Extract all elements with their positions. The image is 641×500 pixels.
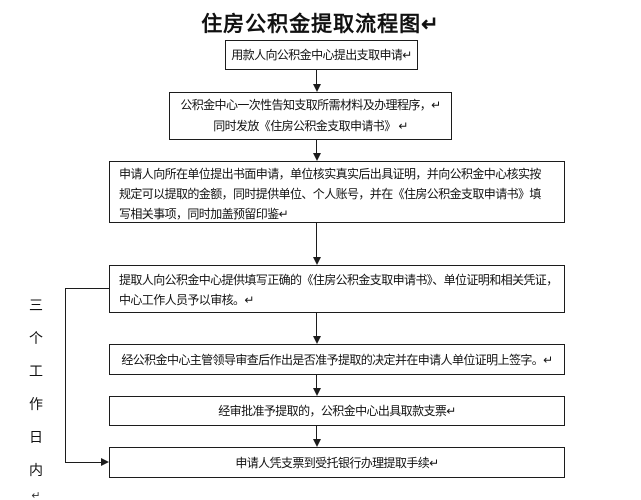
side-label-char: 工 <box>29 363 43 379</box>
flow-step-6: 经审批准予提取的，公积金中心出具取款支票↵ <box>109 396 565 426</box>
arrow-down-icon <box>313 388 321 396</box>
side-label-char: 作 <box>29 396 43 412</box>
page-title: 住房公积金提取流程图↵ <box>201 13 440 36</box>
connector-line-4-5 <box>316 313 317 337</box>
connector-line-2-3 <box>316 140 317 154</box>
step-text: 经公积金中心主管领导审查后作出是否准予提取的决定并在申请人单位证明上签字。↵ <box>121 352 553 367</box>
flow-step-3: 申请人向所在单位提出书面申请，单位核实真实后出具证明，并向公积金中心核实按 规定… <box>109 161 565 223</box>
side-label-char: 个 <box>29 330 43 346</box>
connector-line-3-4 <box>316 223 317 258</box>
flow-step-1: 用款人向公积金中心提出支取申请↵ <box>225 40 418 70</box>
step-text: 写相关事项，同时加盖预留印鉴↵ <box>119 207 289 221</box>
step-text: 中心工作人员予以审核。↵ <box>119 293 254 307</box>
side-label-char: 内 <box>29 462 43 478</box>
connector-line-6-7 <box>316 426 317 440</box>
arrow-down-icon <box>313 153 321 161</box>
bypass-bottom-line <box>65 462 101 463</box>
flow-step-4: 提取人向公积金中心提供填写正确的《住房公积金支取申请书》、单位证明和相关凭证， … <box>109 265 565 313</box>
step-text: 提取人向公积金中心提供填写正确的《住房公积金支取申请书》、单位证明和相关凭证， <box>119 273 558 287</box>
arrow-down-icon <box>313 439 321 447</box>
arrow-right-icon <box>101 458 109 466</box>
side-label-char: 日 <box>29 429 43 445</box>
flow-step-5: 经公积金中心主管领导审查后作出是否准予提取的决定并在申请人单位证明上签字。↵ <box>109 344 565 375</box>
bypass-top-line <box>65 288 109 289</box>
arrow-down-icon <box>313 257 321 265</box>
arrow-down-icon <box>313 336 321 344</box>
step-text: 申请人凭支票到受托银行办理提取手续↵ <box>235 455 439 470</box>
step-text: 申请人向所在单位提出书面申请，单位核实真实后出具证明，并向公积金中心核实按 <box>119 167 541 181</box>
side-label-three-working-days: 三 个 工 作 日 内 ↵ <box>28 295 44 500</box>
connector-line-1-2 <box>316 70 317 85</box>
step-text: 规定可以提取的金额，同时提供单位、个人账号，并在《住房公积金支取申请书》填 <box>119 187 541 201</box>
arrow-down-icon <box>313 84 321 92</box>
step-text: 用款人向公积金中心提出支取申请↵ <box>231 48 412 62</box>
paragraph-mark: ↵ <box>31 490 41 500</box>
flow-step-7: 申请人凭支票到受托银行办理提取手续↵ <box>109 447 565 478</box>
side-label-char: 三 <box>29 297 43 313</box>
step-text: 同时发放《住房公积金支取申请书》 ↵ <box>213 119 408 133</box>
step-text: 经审批准予提取的，公积金中心出具取款支票↵ <box>218 404 456 418</box>
flow-step-2: 公积金中心一次性告知支取所需材料及办理程序，↵ 同时发放《住房公积金支取申请书》… <box>169 92 452 140</box>
step-text: 公积金中心一次性告知支取所需材料及办理程序，↵ <box>180 98 441 112</box>
connector-line-5-6 <box>316 375 317 389</box>
bypass-vertical-line <box>65 288 66 462</box>
